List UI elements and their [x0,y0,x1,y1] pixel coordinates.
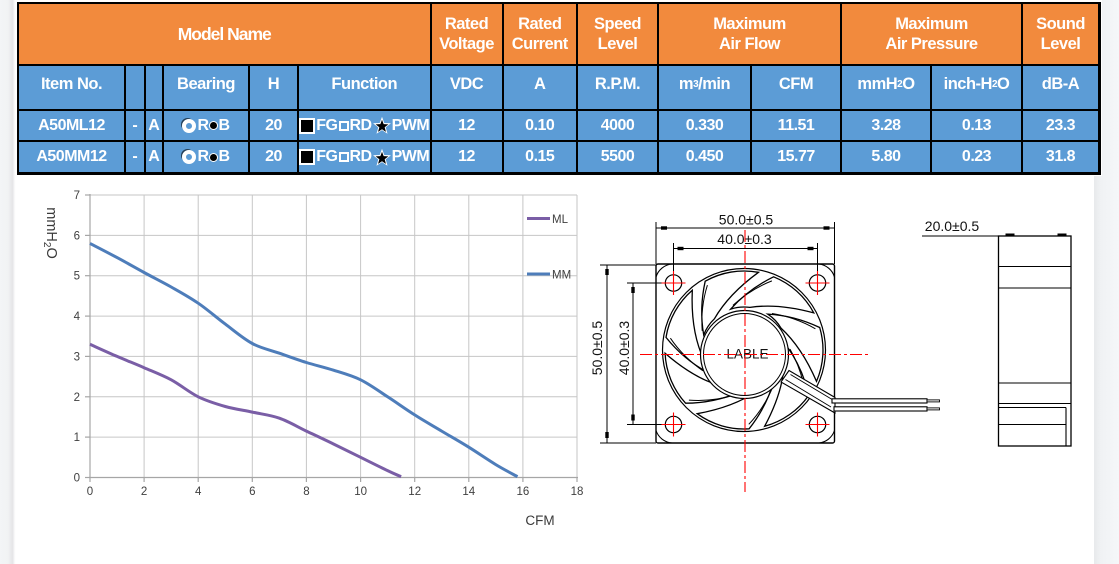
svg-text:50.0±0.5: 50.0±0.5 [719,212,774,228]
svg-text:10: 10 [354,486,367,498]
svg-text:12: 12 [408,486,421,498]
svg-text:CFM: CFM [525,513,554,528]
svg-text:mmH2O: mmH2O [41,207,59,258]
svg-text:16: 16 [517,486,530,498]
svg-text:8: 8 [303,486,309,498]
svg-text:0: 0 [74,473,80,485]
svg-text:ML: ML [552,214,569,226]
svg-text:18: 18 [571,486,584,498]
svg-text:6: 6 [249,486,255,498]
svg-text:40.0±0.3: 40.0±0.3 [616,321,632,376]
svg-text:MM: MM [552,270,571,282]
svg-text:0: 0 [87,486,93,498]
svg-text:4: 4 [74,311,81,323]
svg-text:5: 5 [74,271,80,283]
svg-text:20.0±0.5: 20.0±0.5 [925,218,980,234]
svg-text:50.0±0.5: 50.0±0.5 [589,321,605,376]
svg-text:3: 3 [74,351,80,363]
svg-text:2: 2 [141,486,147,498]
svg-text:4: 4 [195,486,202,498]
svg-text:7: 7 [74,190,80,202]
svg-text:1: 1 [74,432,80,444]
svg-text:2: 2 [74,392,80,404]
svg-text:6: 6 [74,230,80,242]
svg-text:14: 14 [462,486,475,498]
